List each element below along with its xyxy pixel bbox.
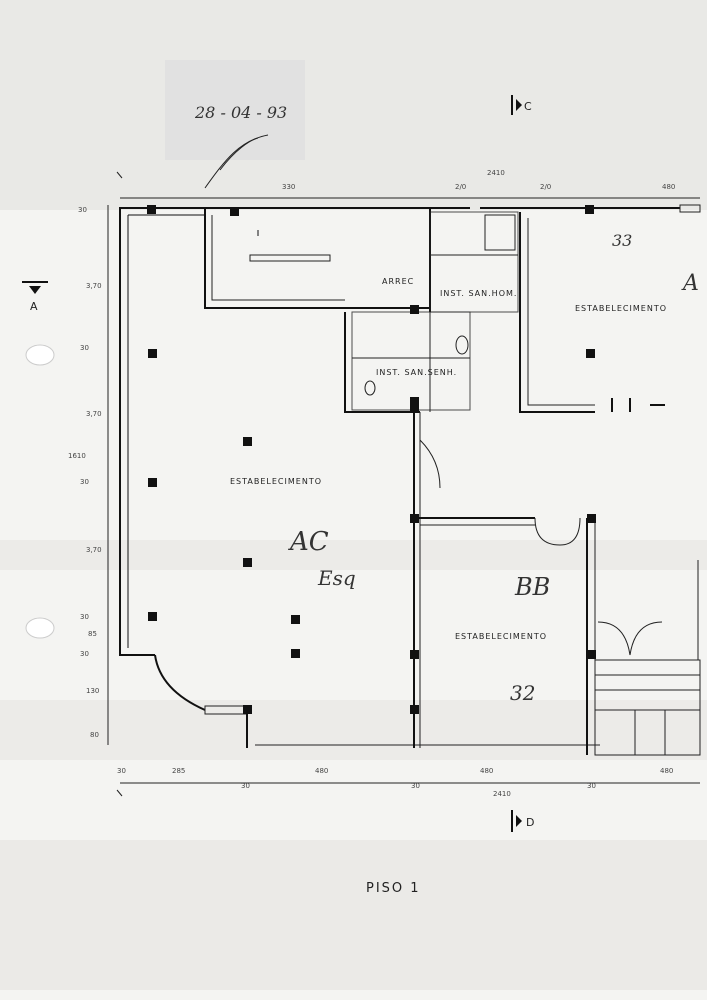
handwritten-esq: Esq [317, 566, 356, 590]
dim-left-4: 3,70 [86, 410, 102, 418]
column [243, 705, 252, 714]
column [410, 397, 419, 411]
section-marker-a: A [22, 281, 48, 313]
copy-shading-band [0, 700, 707, 760]
copy-shading-bottom [0, 840, 707, 990]
dim-left-5: 30 [80, 478, 89, 486]
dim-bot-4: 480 [315, 767, 328, 775]
dim-top-2: 2/0 [455, 183, 466, 191]
dim-left-2: 3,70 [86, 282, 102, 290]
dim-bot-total: 2410 [493, 790, 511, 798]
room-label-estab-main: ESTABELECIMENTO [230, 477, 322, 486]
column [410, 305, 419, 314]
column [291, 649, 300, 658]
dim-bot-8: 480 [660, 767, 673, 775]
room-label-arrec: ARREC [382, 277, 414, 286]
column [243, 558, 252, 567]
sanitary-block [344, 211, 521, 413]
room-estab-right-top-walls [519, 212, 665, 413]
room-label-estab-center: ESTABELECIMENTO [455, 632, 547, 641]
svg-text:C: C [524, 100, 532, 113]
dim-bot-7: 30 [587, 782, 596, 790]
copy-shading-band [0, 540, 707, 570]
dim-left-8: 85 [88, 630, 97, 638]
handwritten-ac: AC [288, 527, 329, 557]
dim-bot-5: 30 [411, 782, 420, 790]
copy-shading-top [0, 0, 707, 210]
handwritten-33: 33 [612, 231, 632, 250]
svg-text:D: D [526, 816, 534, 829]
column [230, 208, 239, 216]
room-label-estab-right-top: ESTABELECIMENTO [575, 304, 667, 313]
structural-columns [147, 205, 596, 714]
column [586, 349, 595, 358]
dim-left-7: 30 [80, 613, 89, 621]
column [410, 650, 419, 659]
handwritten-bb: BB [514, 573, 550, 601]
stamp-date: 28 - 04 - 93 [194, 103, 287, 122]
column [410, 705, 419, 714]
room-label-inst-san-hom: INST. SAN.HOM. [440, 289, 517, 298]
dim-left-total: 1610 [68, 452, 86, 460]
dim-left-10: 130 [86, 687, 99, 695]
dim-top-4: 480 [662, 183, 675, 191]
column [147, 205, 156, 214]
room-arrec-walls [204, 208, 431, 312]
dim-left-9: 30 [80, 650, 89, 658]
handwritten-32: 32 [510, 681, 535, 705]
column [587, 514, 596, 523]
exterior-walls [119, 204, 701, 748]
dim-top-total: 2410 [487, 169, 505, 177]
dim-bot-2: 285 [172, 767, 185, 775]
column [148, 349, 157, 358]
dim-left-6: 3,70 [86, 546, 102, 554]
svg-text:A: A [30, 300, 38, 313]
dimension-lines [107, 171, 700, 797]
dim-top-1: 330 [282, 183, 295, 191]
dim-bot-6: 480 [480, 767, 493, 775]
section-marker-c: C [511, 95, 532, 115]
approval-stamp: 28 - 04 - 93 [165, 60, 305, 189]
sheet-title: PISO 1 [366, 881, 421, 896]
column [148, 478, 157, 487]
dim-left-1: 30 [78, 206, 87, 214]
stair-entrance [594, 560, 701, 756]
column [585, 205, 594, 214]
handwritten-a: A [681, 271, 699, 296]
column [243, 437, 252, 446]
dim-bot-3: 30 [241, 782, 250, 790]
dim-top-3: 2/0 [540, 183, 551, 191]
section-marker-d: D [511, 810, 534, 832]
column [291, 615, 300, 624]
punch-hole [25, 617, 55, 639]
column [148, 612, 157, 621]
column [410, 514, 419, 523]
signature-mark [204, 134, 269, 189]
dim-left-11: 80 [90, 731, 99, 739]
punch-hole [25, 344, 55, 366]
room-label-inst-san-senh: INST. SAN.SENH. [376, 368, 457, 377]
central-partition [413, 412, 596, 755]
dim-bot-1: 30 [117, 767, 126, 775]
column [587, 650, 596, 659]
dim-left-3: 30 [80, 344, 89, 352]
